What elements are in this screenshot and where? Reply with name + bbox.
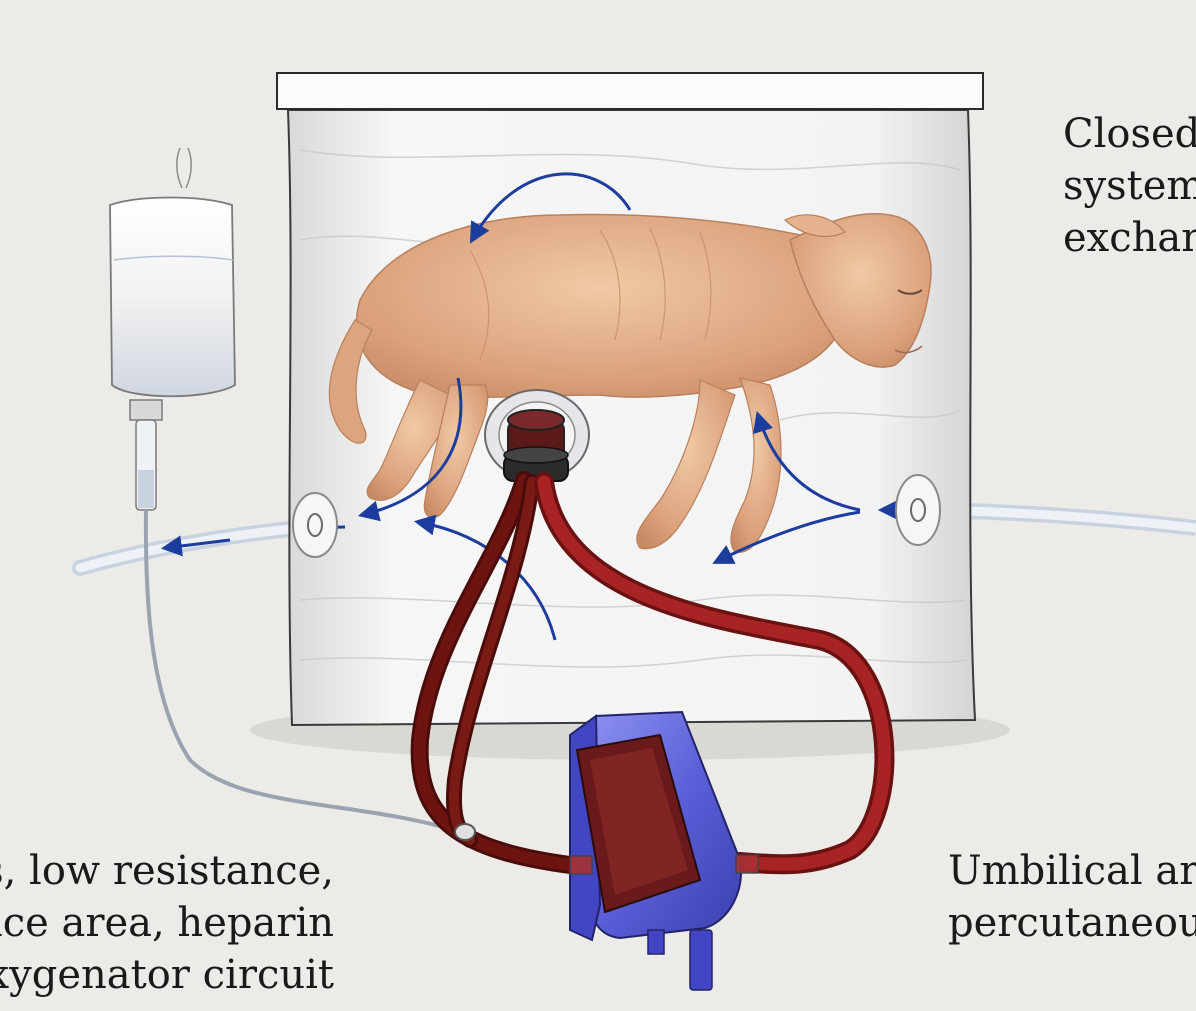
port-icon: [293, 493, 337, 557]
label-line: Umbilical ar: [948, 845, 1196, 897]
label-line: system: [1063, 160, 1196, 212]
cannula-connector-icon: [504, 410, 568, 481]
label-line: percutaneou: [948, 897, 1196, 949]
label-line: ace area, heparin: [0, 897, 334, 949]
label-line: exchan: [1063, 212, 1196, 264]
label-line: xygenator circuit: [0, 949, 334, 1001]
port-icon: [896, 475, 940, 545]
bag-top-bar: [277, 73, 983, 109]
drip-chamber-icon: [136, 420, 156, 510]
umbilical-label: Umbilical ar percutaneou: [948, 845, 1196, 949]
label-line: s, low resistance,: [0, 845, 334, 897]
label-line: Closed: [1063, 108, 1196, 160]
fluid-bag-icon: [110, 148, 235, 420]
fluid-bag-chamber: [288, 110, 975, 725]
oxygenator-label: s, low resistance, ace area, heparin xyg…: [0, 845, 334, 1001]
closed-system-label: Closed system exchan: [1063, 108, 1196, 264]
iv-junction: [455, 824, 475, 840]
